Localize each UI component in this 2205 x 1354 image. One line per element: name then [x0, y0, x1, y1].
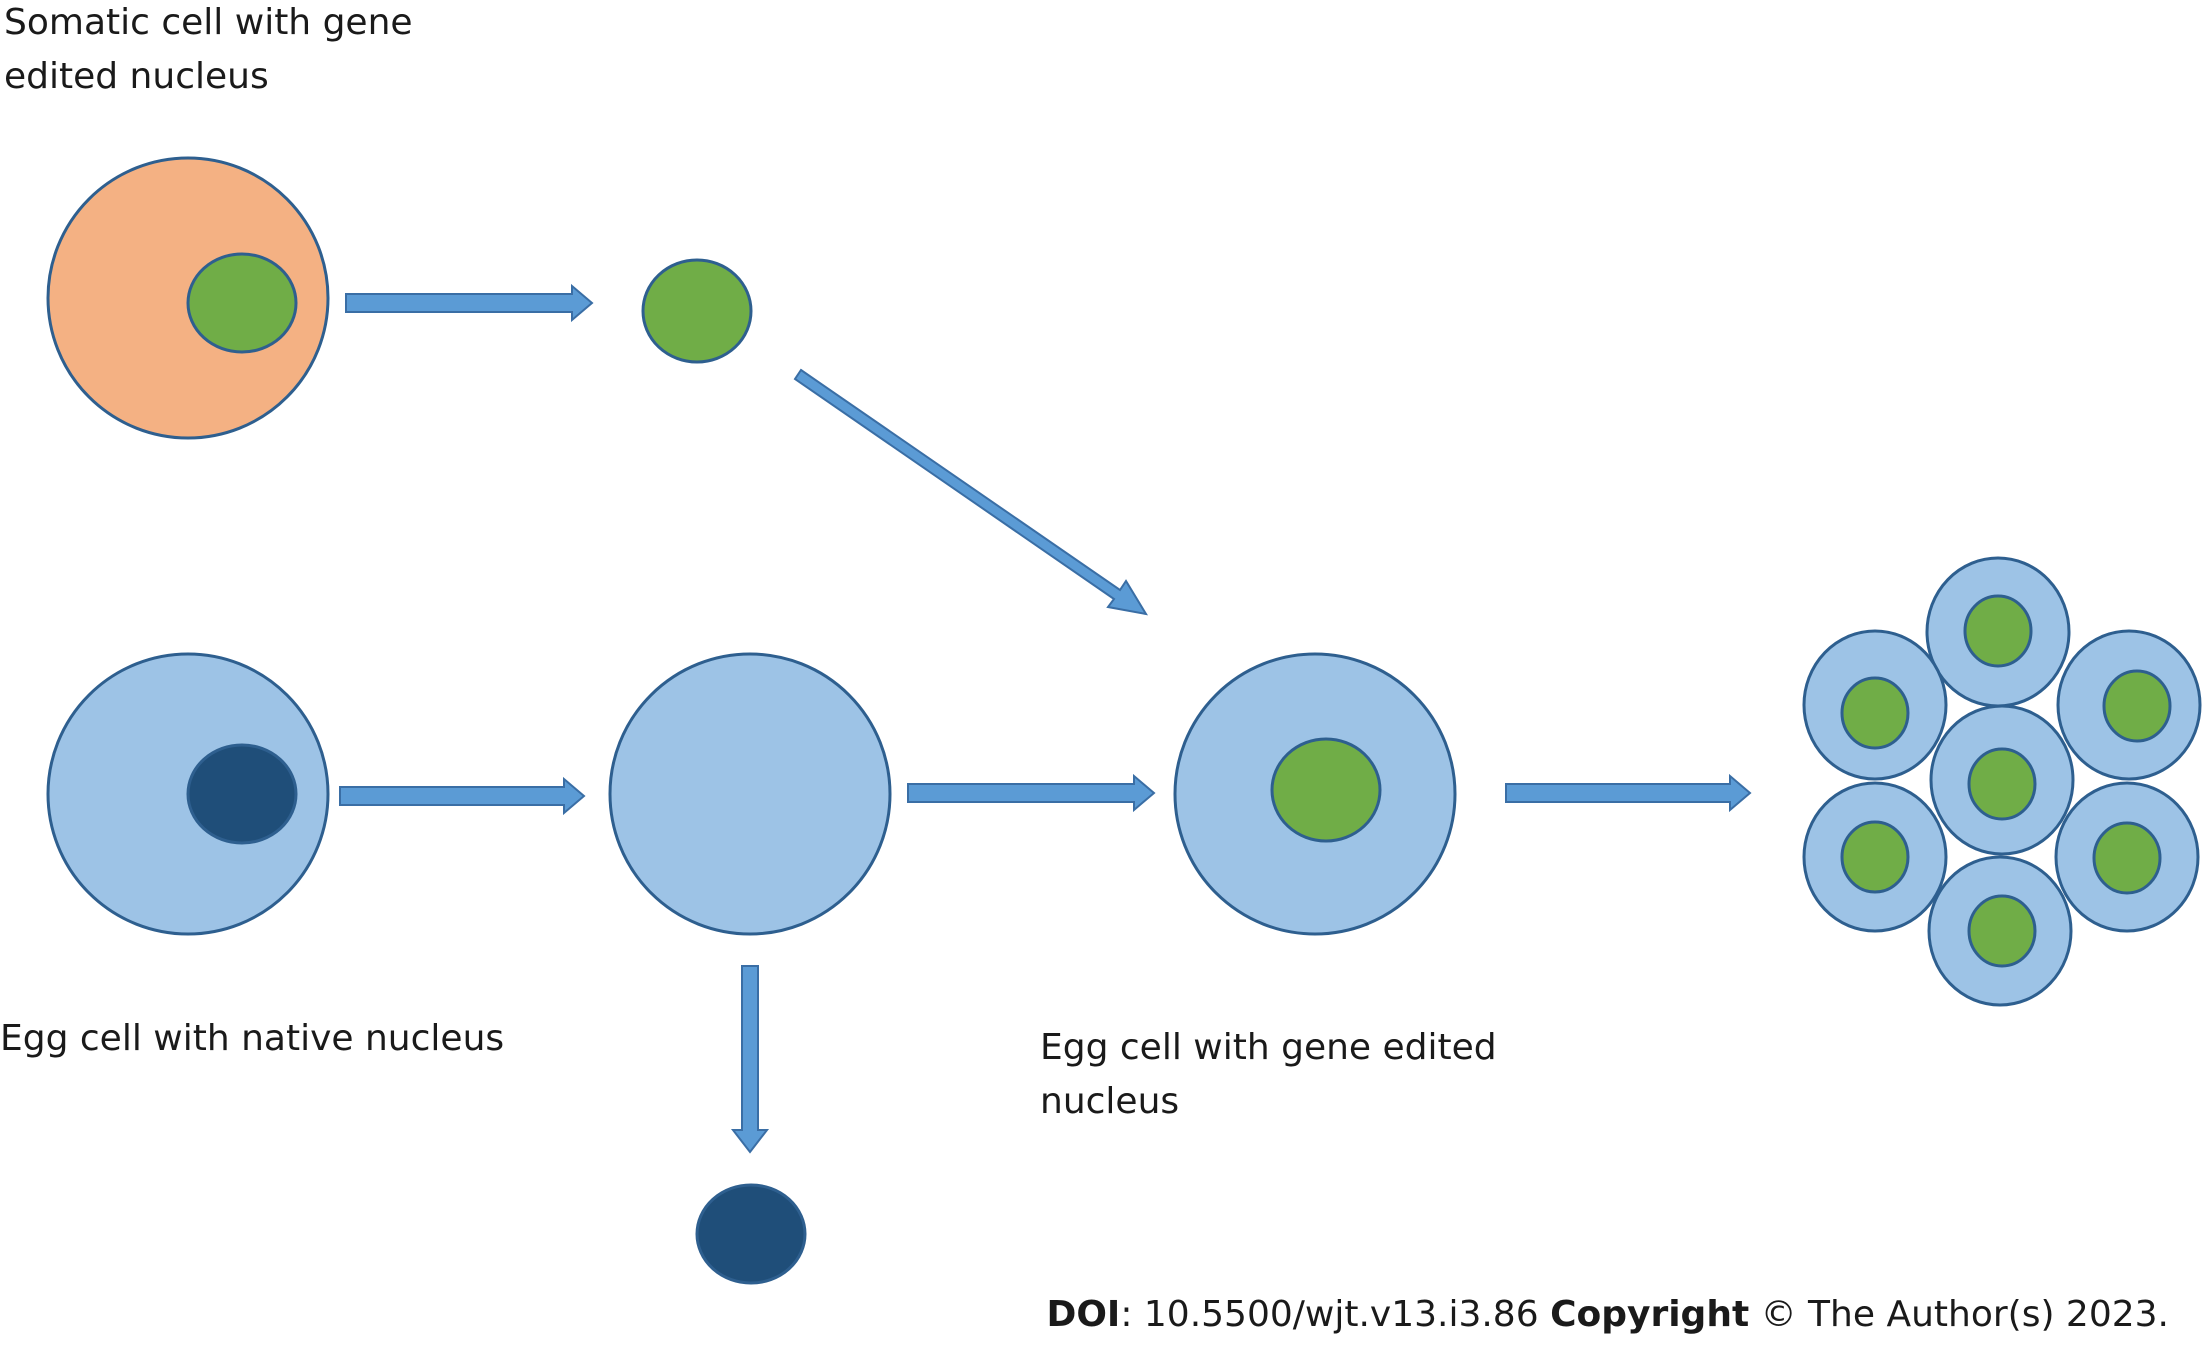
embryo-cell — [1929, 704, 2075, 856]
embryo-cell — [1802, 781, 1948, 933]
arrow-nucleus-to-egg — [793, 368, 1149, 616]
somatic-cell-label: Somatic cell with gene edited nucleus — [4, 0, 413, 104]
doi-value: : 10.5500/wjt.v13.i3.86 — [1120, 1294, 1551, 1335]
enucleated-egg — [608, 652, 892, 936]
embryo-cell — [1927, 855, 2073, 1007]
arrow-enucleated-to-edited — [907, 773, 1156, 813]
embryo-cell — [1802, 629, 1948, 781]
doi-label: DOI — [1046, 1294, 1121, 1335]
egg-cell-native — [46, 652, 330, 936]
arrow-nucleus-removed — [730, 965, 770, 1154]
doi-copyright-credit: DOI: 10.5500/wjt.v13.i3.86 Copyright © T… — [1046, 1288, 2169, 1342]
arrow-somatic-to-nucleus — [345, 283, 594, 323]
egg-edited-label-line1: Egg cell with gene edited — [1040, 1027, 1497, 1068]
egg-native-label: Egg cell with native nucleus — [0, 1012, 504, 1066]
somatic-label-line2: edited nucleus — [4, 56, 269, 97]
somatic-cell — [46, 156, 330, 440]
somatic-edited-nucleus — [186, 252, 298, 354]
extracted-edited-nucleus — [641, 258, 753, 364]
somatic-label-line1: Somatic cell with gene — [4, 2, 413, 43]
egg-edited-nucleus — [1270, 737, 1382, 843]
egg-edited-label-line2: nucleus — [1040, 1081, 1180, 1122]
removed-native-nucleus — [695, 1183, 807, 1285]
egg-cell-edited — [1173, 652, 1457, 936]
egg-native-nucleus — [186, 743, 298, 845]
arrow-egg-to-embryo — [1505, 773, 1752, 813]
egg-native-label-text: Egg cell with native nucleus — [0, 1018, 505, 1059]
egg-edited-label: Egg cell with gene edited nucleus — [1040, 1021, 1497, 1129]
arrow-egg-to-enucleated — [339, 776, 586, 816]
embryo-cell — [2054, 781, 2200, 933]
copyright-label: Copyright — [1550, 1294, 1750, 1335]
embryo-cluster — [1802, 556, 2202, 1007]
embryo-cell — [2056, 629, 2202, 781]
copyright-value: © The Author(s) 2023. — [1749, 1294, 2169, 1335]
embryo-cell — [1925, 556, 2071, 708]
